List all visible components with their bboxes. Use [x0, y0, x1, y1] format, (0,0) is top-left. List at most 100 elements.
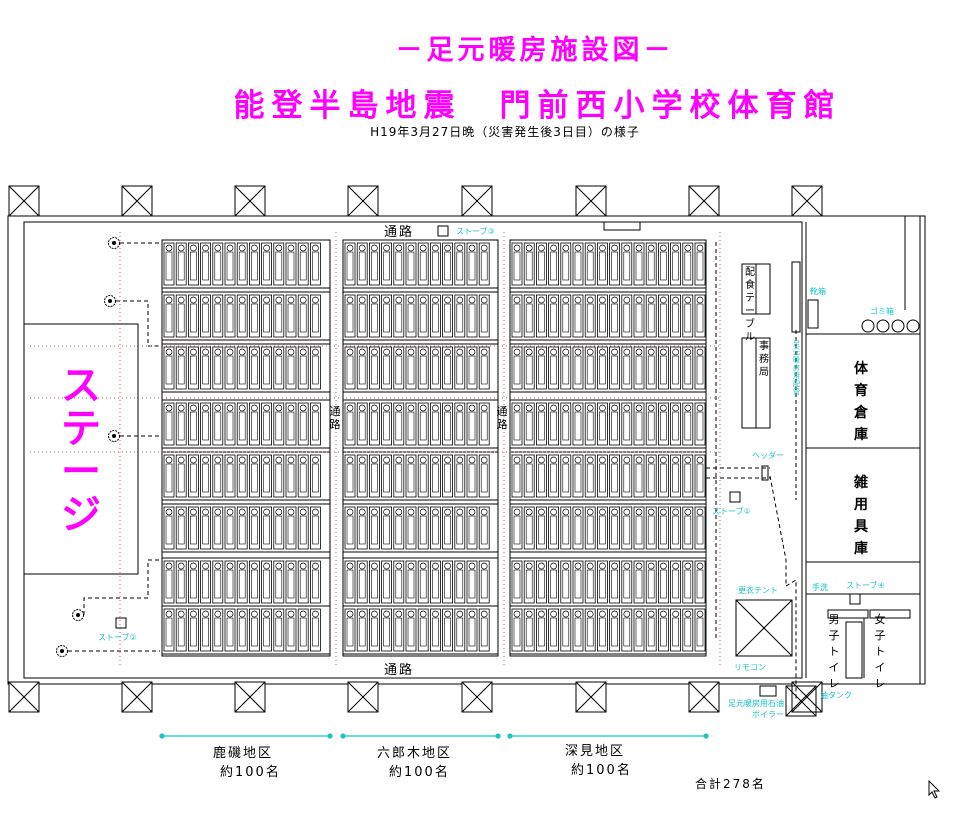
- bed: [356, 402, 368, 446]
- pillow: [647, 404, 655, 412]
- pillow: [190, 610, 197, 618]
- pillow: [538, 456, 545, 464]
- blanket: [456, 303, 464, 333]
- pillow: [299, 404, 307, 412]
- blanket: [468, 463, 476, 493]
- pillow: [275, 456, 283, 464]
- bed: [236, 294, 248, 338]
- stove-2-box: [115, 617, 127, 629]
- blanket: [599, 355, 606, 385]
- pillow: [550, 244, 557, 252]
- bed: [536, 454, 547, 498]
- pillow: [468, 348, 476, 356]
- blanket: [672, 617, 679, 647]
- bed: [572, 608, 584, 652]
- blanket: [684, 251, 692, 281]
- blanket: [513, 617, 521, 647]
- bed: [417, 294, 429, 338]
- pillow: [383, 508, 390, 516]
- bed: [429, 294, 441, 338]
- pillow: [395, 456, 403, 464]
- bed: [694, 560, 706, 604]
- blanket: [586, 463, 594, 493]
- bed: [560, 608, 572, 652]
- bed-row: [509, 451, 707, 501]
- bed: [405, 454, 417, 498]
- bed: [236, 560, 248, 604]
- bed-row: [509, 291, 707, 341]
- blanket: [525, 355, 533, 385]
- blanket: [696, 617, 704, 647]
- bed-row: [509, 343, 707, 393]
- pillow: [672, 348, 679, 356]
- blanket: [214, 569, 222, 599]
- district-end: [495, 733, 501, 739]
- bed: [442, 506, 454, 550]
- aisle-right-label: 通路: [496, 405, 508, 431]
- blanket: [263, 617, 270, 647]
- bed: [560, 454, 572, 498]
- bed: [658, 294, 669, 338]
- blanket: [660, 411, 667, 441]
- pillow: [456, 562, 464, 570]
- blanket: [562, 251, 570, 281]
- pillow: [346, 456, 354, 464]
- bed: [523, 560, 535, 604]
- blanket: [299, 515, 307, 545]
- blanket: [202, 617, 209, 647]
- pillow: [165, 562, 173, 570]
- bed: [224, 402, 236, 446]
- blanket: [468, 251, 476, 281]
- bed: [442, 346, 454, 390]
- pillow: [635, 244, 643, 252]
- boiler-label: 足元暖房用石油ボイラー: [728, 699, 784, 719]
- pillow: [684, 456, 692, 464]
- bed: [442, 454, 454, 498]
- district-3-name: 深見地区: [565, 744, 626, 759]
- blanket: [574, 463, 582, 493]
- bed: [536, 242, 547, 286]
- bed: [297, 294, 309, 338]
- pillow: [468, 244, 476, 252]
- pillow: [574, 296, 582, 304]
- bed: [405, 402, 417, 446]
- pillow: [635, 562, 643, 570]
- pillow: [299, 610, 307, 618]
- pillow: [419, 296, 427, 304]
- bed: [309, 506, 321, 550]
- blanket: [468, 355, 476, 385]
- pillow: [383, 610, 390, 618]
- bed: [248, 294, 260, 338]
- pillow: [407, 296, 415, 304]
- pillow: [599, 456, 606, 464]
- bed: [381, 294, 393, 338]
- bed-row: [509, 239, 707, 289]
- bed: [670, 294, 681, 338]
- pillow: [538, 562, 545, 570]
- blanket: [444, 411, 451, 441]
- bed: [417, 560, 429, 604]
- aisle-top-label: 通路: [384, 225, 415, 240]
- blanket: [647, 411, 655, 441]
- blanket: [371, 515, 378, 545]
- pillow: [513, 404, 521, 412]
- bed: [682, 346, 694, 390]
- pillow: [371, 348, 378, 356]
- bed: [548, 608, 559, 652]
- blanket: [550, 617, 557, 647]
- blanket: [696, 569, 704, 599]
- bed: [633, 608, 645, 652]
- pillow: [312, 244, 319, 252]
- pillow: [263, 456, 270, 464]
- pillow: [586, 562, 594, 570]
- pillow: [287, 508, 295, 516]
- blanket: [419, 355, 427, 385]
- pillow: [263, 244, 270, 252]
- bed-row: [342, 239, 499, 289]
- pillow: [202, 348, 209, 356]
- blanket: [562, 515, 570, 545]
- pillow: [444, 508, 451, 516]
- blanket: [525, 569, 533, 599]
- blanket: [419, 617, 427, 647]
- bed: [560, 402, 572, 446]
